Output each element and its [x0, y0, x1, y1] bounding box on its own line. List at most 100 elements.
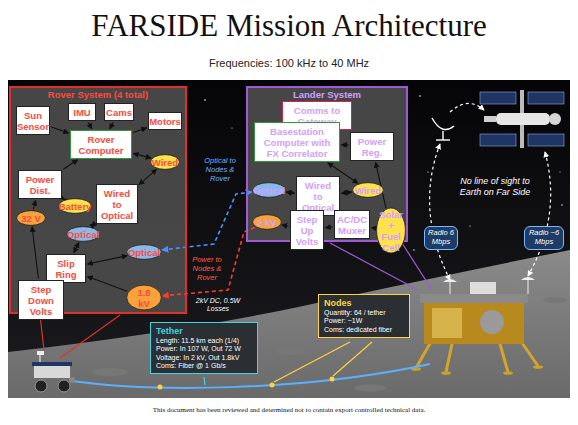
connector	[63, 160, 77, 170]
optical-oval: Optical	[66, 226, 100, 242]
node-text: Wired to Optical	[300, 180, 336, 213]
connector	[74, 243, 79, 253]
export-notice: This document has been reviewed and dete…	[0, 406, 578, 415]
node-text: 32 V	[21, 213, 41, 224]
node-text: Radio 6 Mbps	[428, 229, 454, 246]
voltage-oval: 1.8 kV	[126, 284, 162, 311]
connector	[88, 256, 128, 264]
component-box: AC/DC Muxer	[334, 210, 370, 239]
connector	[87, 277, 127, 292]
node-text: Solar + Fuel Cell	[379, 209, 403, 253]
node-text: Battery	[59, 201, 92, 212]
node-text: Optical	[128, 247, 160, 258]
node-text: Nodes	[324, 298, 352, 309]
radio-tag: Radio ~6 Mbps	[524, 226, 564, 250]
component-box: Power Reg.	[350, 132, 394, 161]
node-text: AC/DC Muxer	[337, 214, 367, 236]
connector	[342, 144, 349, 146]
node-text: Motors	[149, 116, 181, 127]
node-text: Sun Sensor	[17, 110, 49, 132]
signal-oval: Wired	[352, 182, 384, 198]
node-text: Power Dist.	[22, 174, 58, 196]
node-text: IMU	[73, 107, 90, 118]
node-text: Power Reg.	[354, 136, 390, 158]
leader-lines	[40, 243, 432, 385]
connector	[88, 122, 92, 128]
component-box: Power Dist.	[18, 170, 62, 199]
node-text: Rover Computer	[74, 134, 128, 156]
connector	[51, 127, 68, 133]
connector	[133, 128, 146, 133]
connector	[342, 192, 352, 193]
connector	[282, 225, 289, 226]
annotation: No line of sight to Earth on Far Side	[450, 176, 540, 198]
lander	[411, 277, 543, 375]
component-box: Sun Sensor	[16, 106, 50, 135]
node-text: Step Down Volts	[22, 284, 60, 317]
info-box: TetherLength: 11.5 km each (1/4)Power: I…	[150, 322, 258, 374]
optical-oval: Optical	[252, 182, 286, 198]
node-text: Radio ~6 Mbps	[528, 229, 560, 246]
node-detail: Coms: dedicated fiber	[324, 326, 392, 334]
component-box: Step Up Volts	[290, 210, 324, 250]
earth-dish-icon	[432, 118, 454, 140]
signal-oval: Wired	[150, 154, 180, 170]
subtitle: Frequencies: 100 kHz to 40 MHz	[0, 57, 578, 70]
gateway-station	[480, 90, 564, 148]
connector	[92, 224, 95, 227]
connector	[162, 192, 252, 250]
node-text: Slip Ring	[50, 258, 82, 280]
node-text: Cams	[106, 107, 132, 118]
component-box: Slip Ring	[46, 254, 86, 283]
connector	[326, 226, 333, 228]
node-detail: Power: In 107 W, Out 72 W	[156, 345, 241, 353]
computer-box: Rover Computer	[70, 130, 132, 159]
node-text: 1.8 kV	[131, 287, 157, 309]
signal-oval: Battery	[58, 198, 92, 214]
connector	[286, 192, 294, 193]
connector	[33, 200, 35, 209]
node-text: Lander System	[293, 89, 361, 100]
connector	[372, 227, 376, 229]
slide-title: FARSIDE Mission Architecture	[0, 8, 578, 44]
connector	[163, 227, 255, 295]
space-background	[8, 80, 570, 398]
node-text: Optical	[67, 229, 99, 240]
connector	[110, 122, 114, 128]
voltage-oval: 32 V	[16, 210, 46, 226]
node-text: Wired to Optical	[100, 188, 134, 221]
node-detail: Quantity: 64 / tether	[324, 309, 385, 317]
group-panel: Rover System (4 total) Sun Sensor IMU CamsM…	[9, 86, 187, 314]
link-note: Optical to Nodes & Rover	[196, 156, 244, 183]
connector	[139, 169, 157, 184]
node-detail: Voltage: In 2 kV, Out 1.8kV	[156, 354, 239, 362]
connector	[32, 227, 38, 279]
component-box: Motors	[148, 112, 182, 130]
node-text: Step Up Volts	[294, 214, 320, 247]
radio-links	[430, 103, 551, 280]
loss-note: 2kV DC, 0.5W Losses	[190, 297, 246, 314]
node-text: Tether	[156, 326, 183, 337]
voltage-oval: 2 kV	[252, 214, 282, 230]
component-box: IMU	[68, 103, 96, 121]
computer-box: Basestation Computer with FX Correlator	[254, 122, 340, 162]
tether-nodes	[158, 377, 335, 390]
node-text: Rover System (4 total)	[48, 89, 148, 100]
rover	[32, 351, 75, 392]
group-panel: Lander SystemComms to GatewayBasestation…	[246, 86, 408, 242]
component-box: Step Down Volts	[18, 280, 64, 320]
node-text: Basestation Computer with FX Correlator	[258, 126, 336, 159]
node-detail: Power: ~1W	[324, 317, 362, 325]
node-text: Wired	[355, 185, 381, 196]
node-detail: Length: 11.5 km each (1/4)	[156, 337, 239, 345]
node-text: Wired	[152, 157, 178, 168]
node-text: 2 kV	[257, 217, 277, 228]
node-detail: Coms: Fiber @ 1 Gb/s	[156, 362, 226, 370]
link-note: Power to Nodes & Rover	[190, 255, 224, 282]
connector	[63, 198, 65, 200]
info-box: NodesQuantity: 64 / tetherPower: ~1WComs…	[318, 294, 410, 338]
component-box: Cams	[104, 103, 134, 121]
component-box: Wired to Optical	[96, 184, 138, 224]
node-text: Optical	[253, 185, 285, 196]
